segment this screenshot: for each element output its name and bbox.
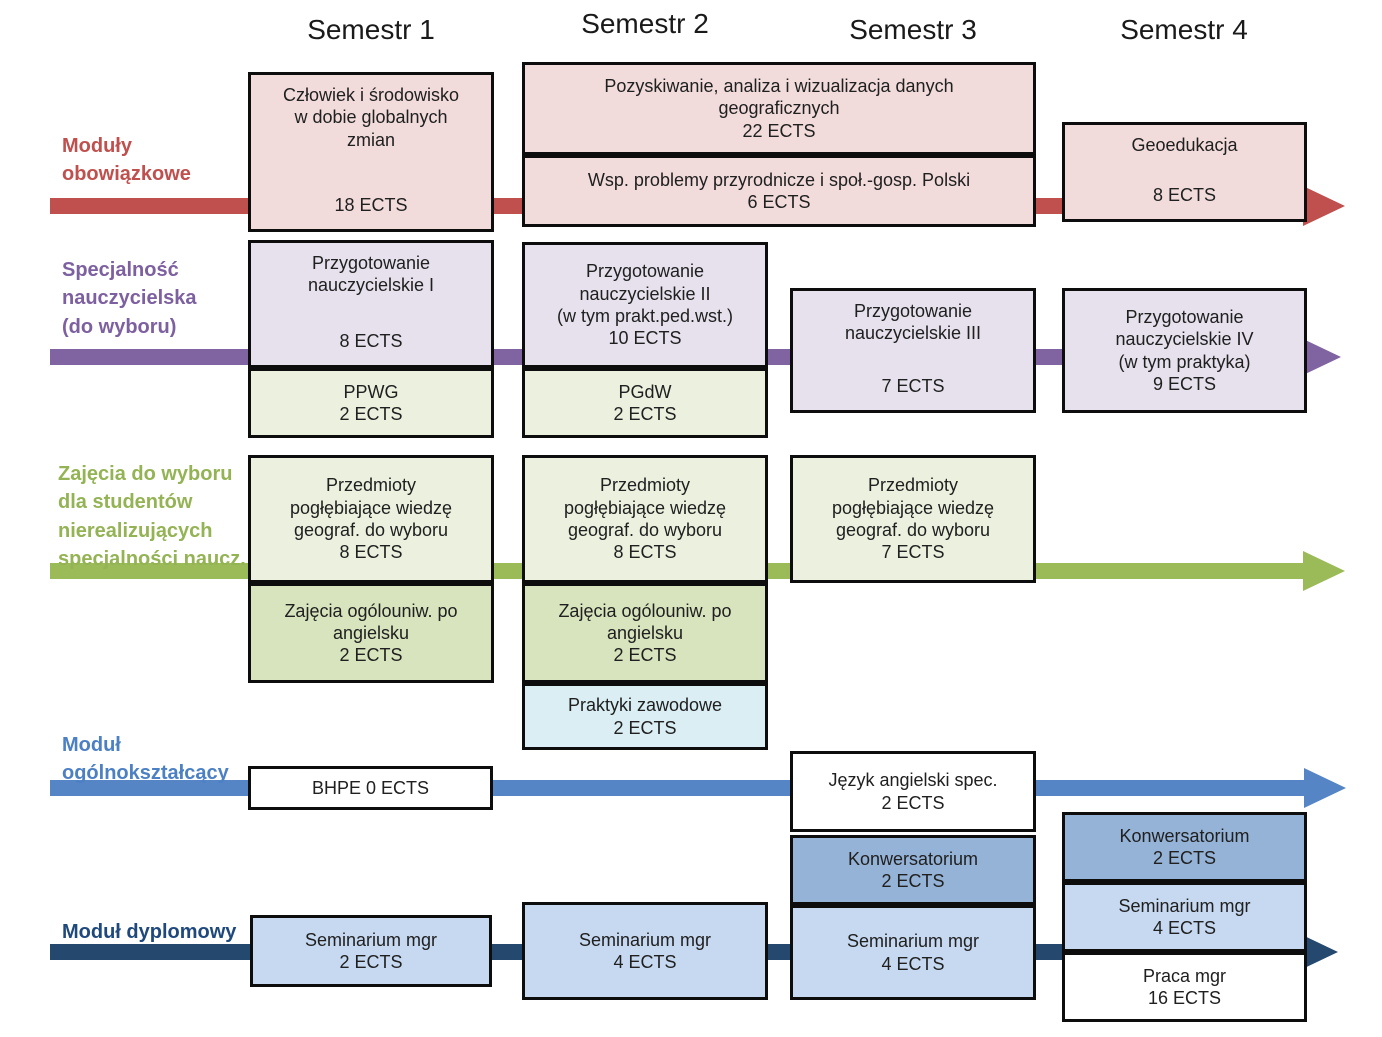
- course-ects: 8 ECTS: [613, 542, 677, 563]
- box-seminarium-mgr-s2: Seminarium mgr 4 ECTS: [522, 902, 768, 1000]
- course-title: Pozyskiwanie, analiza i wizualizacja dan…: [604, 76, 954, 119]
- box-wsp-problemy-polski: Wsp. problemy przyrodnicze i społ.-gosp.…: [522, 155, 1036, 227]
- course-title: Geoedukacja: [1131, 135, 1238, 155]
- row-label-zajecia-do-wyboru: Zajęcia do wyboru dla studentów niereali…: [58, 463, 246, 571]
- box-przygotowanie-nauczycielskie-1: Przygotowanie nauczycielskie I 8 ECTS: [248, 240, 494, 368]
- course-ects: 2 ECTS: [613, 645, 677, 666]
- course-title: Zajęcia ogólouniw. po angielsku: [284, 600, 458, 643]
- row-label-modul-dyplomowy: Moduł dyplomowy: [62, 921, 237, 943]
- box-przedmioty-poglebiajace-s1: Przedmioty pogłębiające wiedzę geograf. …: [248, 455, 494, 583]
- course-ects: 8 ECTS: [339, 542, 403, 563]
- course-title: Zajęcia ogólouniw. po angielsku: [558, 600, 732, 643]
- course-ects: 2 ECTS: [881, 871, 945, 891]
- course-title: PGdW: [618, 381, 672, 402]
- box-zajecia-ogolouniw-s1: Zajęcia ogólouniw. po angielsku 2 ECTS: [248, 583, 494, 683]
- course-ects: 4 ECTS: [881, 953, 945, 974]
- course-ects: 2 ECTS: [339, 645, 403, 666]
- course-title: Przygotowanie nauczycielskie I: [307, 253, 435, 296]
- arrow-head-icon: [1303, 186, 1345, 226]
- course-title: Wsp. problemy przyrodnicze i społ.-gosp.…: [587, 169, 971, 190]
- course-title: Język angielski spec.: [828, 770, 998, 791]
- row-label-modul-ogolnoksztalcacy: Moduł ogólnokształcący: [62, 734, 229, 785]
- course-ects: 2 ECTS: [881, 792, 945, 813]
- box-geoedukacja: Geoedukacja 8 ECTS: [1062, 122, 1307, 222]
- course-ects: 2 ECTS: [339, 952, 403, 972]
- course-ects: 8 ECTS: [1152, 184, 1217, 205]
- course-title: Praca mgr: [1142, 965, 1227, 986]
- arrow-head-icon: [1303, 551, 1345, 591]
- course-ects: 7 ECTS: [881, 375, 945, 396]
- course-ects: 8 ECTS: [339, 330, 403, 351]
- course-ects: 2 ECTS: [339, 404, 403, 424]
- course-ects: 10 ECTS: [608, 328, 682, 349]
- course-title: Przedmioty pogłębiające wiedzę geograf. …: [831, 475, 995, 540]
- course-ects: 16 ECTS: [1147, 988, 1222, 1008]
- box-przygotowanie-nauczycielskie-2: Przygotowanie nauczycielskie II (w tym p…: [522, 242, 768, 368]
- box-jezyk-angielski-spec: Język angielski spec. 2 ECTS: [790, 751, 1036, 832]
- semester-2-header: Semestr 2: [581, 8, 709, 39]
- course-ects: 18 ECTS: [334, 194, 408, 215]
- course-ects: 2 ECTS: [613, 404, 677, 424]
- course-ects: 6 ECTS: [747, 192, 811, 212]
- course-ects: 7 ECTS: [881, 542, 945, 563]
- course-title: Przygotowanie nauczycielskie II (w tym p…: [556, 261, 734, 326]
- box-bhpe: BHPE 0 ECTS: [248, 766, 493, 810]
- course-title: Człowiek i środowisko w dobie globalnych…: [282, 85, 460, 150]
- box-praca-mgr: Praca mgr 16 ECTS: [1062, 952, 1307, 1022]
- course-title: PPWG: [343, 381, 399, 402]
- course-title: Seminarium mgr: [1118, 895, 1251, 916]
- course-title: Seminarium mgr: [578, 929, 712, 950]
- row-label-moduly-obowiazkowe: Moduły obowiązkowe: [62, 135, 191, 186]
- course-title: Przedmioty pogłębiające wiedzę geograf. …: [563, 475, 727, 540]
- course-ects: 22 ECTS: [742, 120, 816, 141]
- box-ppwg: PPWG 2 ECTS: [248, 368, 494, 438]
- box-przedmioty-poglebiajace-s2: Przedmioty pogłębiające wiedzę geograf. …: [522, 455, 768, 583]
- course-ects: 2 ECTS: [613, 717, 677, 738]
- box-czlowiek-i-srodowisko: Człowiek i środowisko w dobie globalnych…: [248, 72, 494, 232]
- box-pozyskiwanie-analiza-wizualizacja: Pozyskiwanie, analiza i wizualizacja dan…: [522, 62, 1036, 155]
- course-ects: 4 ECTS: [613, 952, 677, 972]
- box-przedmioty-poglebiajace-s3: Przedmioty pogłębiające wiedzę geograf. …: [790, 455, 1036, 583]
- arrow-head-icon: [1304, 768, 1346, 808]
- course-ects: 9 ECTS: [1152, 373, 1217, 394]
- course-title: Seminarium mgr: [304, 929, 438, 950]
- box-seminarium-mgr-s4: Seminarium mgr 4 ECTS: [1062, 882, 1307, 952]
- course-title: Seminarium mgr: [846, 931, 980, 952]
- course-ects: 4 ECTS: [1152, 918, 1217, 938]
- course-title: Przygotowanie nauczycielskie IV (w tym p…: [1115, 306, 1254, 372]
- box-konwersatorium-s3: Konwersatorium 2 ECTS: [790, 835, 1036, 905]
- box-praktyki-zawodowe: Praktyki zawodowe 2 ECTS: [522, 683, 768, 750]
- box-przygotowanie-nauczycielskie-4: Przygotowanie nauczycielskie IV (w tym p…: [1062, 288, 1307, 413]
- course-title: Konwersatorium: [847, 848, 979, 869]
- box-seminarium-mgr-s3: Seminarium mgr 4 ECTS: [790, 905, 1036, 1000]
- box-pgdw: PGdW 2 ECTS: [522, 368, 768, 438]
- course-title: Praktyki zawodowe: [567, 695, 723, 716]
- semester-4-header: Semestr 4: [1120, 14, 1248, 45]
- box-seminarium-mgr-s1: Seminarium mgr 2 ECTS: [250, 915, 492, 987]
- box-konwersatorium-s4: Konwersatorium 2 ECTS: [1062, 812, 1307, 882]
- course-ects: 2 ECTS: [1152, 848, 1217, 868]
- course-title: Przygotowanie nauczycielskie III: [844, 301, 982, 344]
- row-label-specjalnosc-nauczycielska: Specjalność nauczycielska (do wyboru): [62, 259, 197, 338]
- semester-1-header: Semestr 1: [307, 14, 435, 45]
- box-zajecia-ogolouniw-s2: Zajęcia ogólouniw. po angielsku 2 ECTS: [522, 583, 768, 683]
- semester-3-header: Semestr 3: [849, 14, 977, 45]
- course-title: Przedmioty pogłębiające wiedzę geograf. …: [289, 475, 453, 540]
- course-title: BHPE 0 ECTS: [311, 777, 430, 798]
- course-title: Konwersatorium: [1119, 825, 1250, 846]
- box-przygotowanie-nauczycielskie-3: Przygotowanie nauczycielskie III 7 ECTS: [790, 288, 1036, 413]
